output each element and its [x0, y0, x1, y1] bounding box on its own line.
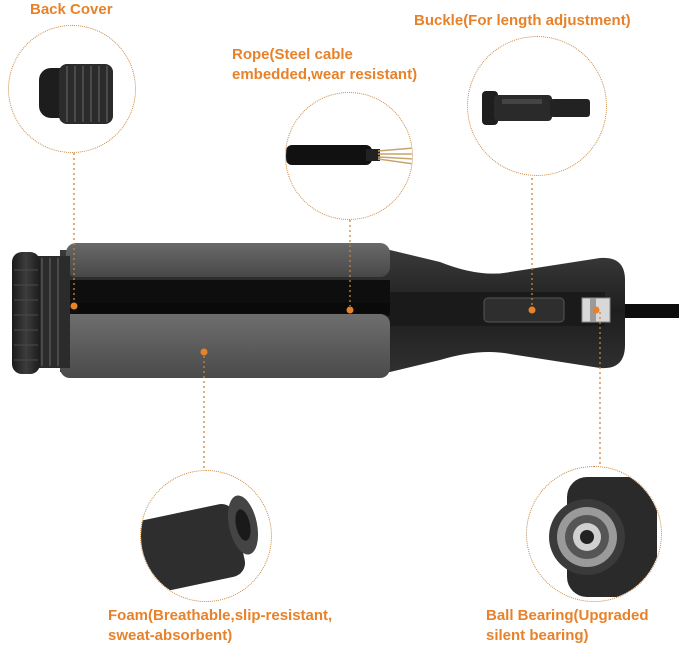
thread-lines	[41, 258, 59, 366]
foam-label: Foam(Breathable,slip-resistant, sweat-ab…	[108, 607, 333, 644]
ball-bearing-label: Ball Bearing(Upgraded silent bearing)	[486, 607, 649, 644]
rope-marker	[346, 306, 354, 314]
rope-inset	[285, 92, 413, 220]
inner-buckle	[483, 297, 565, 323]
buckle-inset-image	[482, 91, 590, 125]
foam-inset-image	[141, 495, 259, 595]
foam-grip-top	[66, 243, 390, 277]
back-cover-marker	[70, 302, 78, 310]
back-cover-inset-image	[39, 64, 113, 124]
buckle-inset	[467, 36, 607, 176]
back-cover-inset	[8, 25, 136, 153]
back-cover-cap	[12, 252, 40, 374]
rope	[612, 304, 679, 318]
rope-inset-image	[286, 145, 412, 165]
cap-knurl	[14, 269, 38, 361]
ball-bearing-inset-image	[549, 477, 657, 597]
foam-marker	[200, 348, 208, 356]
back-cover-label: Back Cover	[30, 1, 113, 18]
buckle-marker	[528, 306, 536, 314]
foam-grip-bottom	[60, 314, 390, 378]
bearing-marker	[592, 306, 600, 314]
ball-bearing-inset	[526, 466, 662, 602]
foam-inset	[140, 470, 272, 602]
rope-label: Rope(Steel cable embedded,wear resistant…	[232, 46, 418, 83]
inner-rope	[78, 303, 608, 313]
thread-neck	[36, 256, 70, 368]
buckle-label: Buckle(For length adjustment)	[414, 12, 631, 29]
